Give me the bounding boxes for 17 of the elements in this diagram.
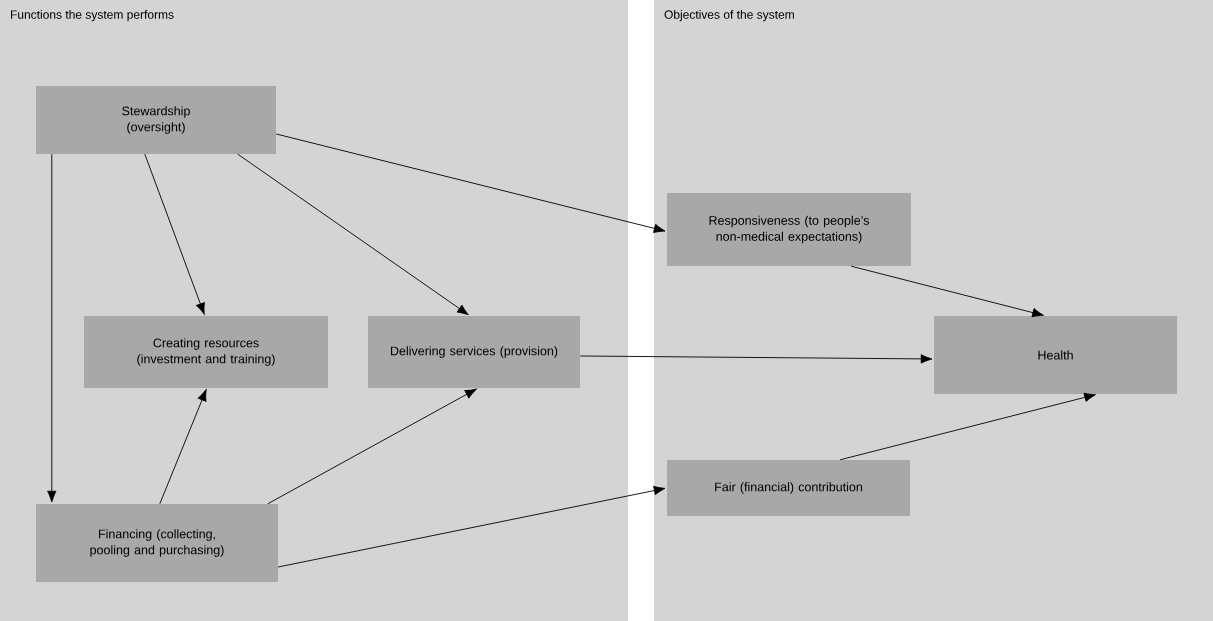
arrow	[47, 153, 57, 503]
function-box: Fair (financial) contribution	[667, 460, 910, 516]
arrow	[159, 389, 207, 505]
function-box: Responsiveness (to people’s non-medical expectations)	[667, 193, 911, 266]
arrow	[267, 388, 477, 505]
function-box: Delivering services (provision)	[368, 316, 580, 388]
arrow	[275, 133, 666, 233]
function-box: Stewardship (oversight)	[36, 86, 276, 154]
function-box: Health	[934, 316, 1177, 394]
arrow	[850, 265, 1044, 318]
function-box: Creating resources (investment and training)	[84, 316, 328, 388]
arrow	[237, 153, 469, 316]
arrow	[839, 392, 1096, 461]
function-box: Financing (collecting, pooling and purchasing)	[36, 504, 278, 582]
arrow	[144, 153, 205, 315]
arrow	[277, 485, 666, 568]
arrow	[579, 354, 933, 364]
